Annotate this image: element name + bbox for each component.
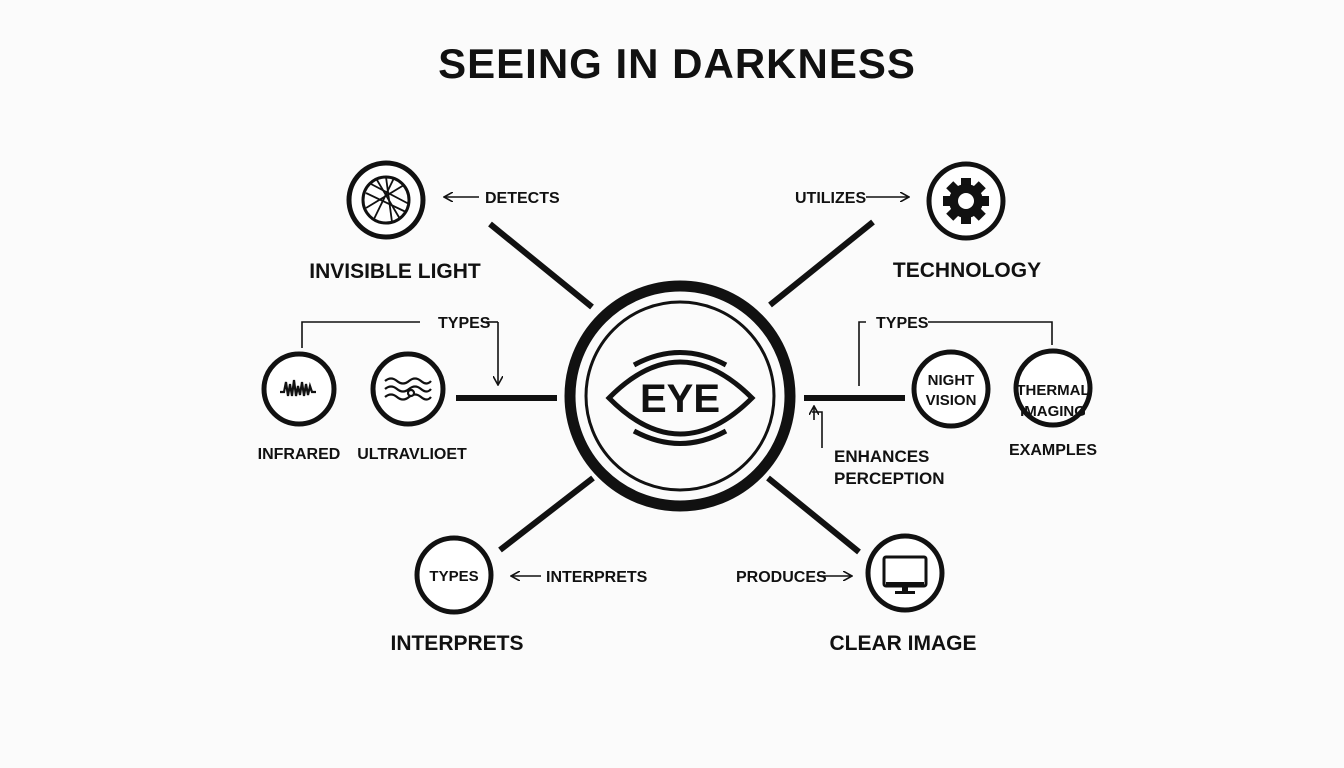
night-vision-line1: NIGHT (928, 372, 975, 389)
technology-label: TECHNOLOGY (893, 259, 1041, 282)
infrared-label: INFRARED (258, 446, 341, 463)
lens-shutter-icon (361, 175, 411, 225)
monitor-icon (882, 555, 928, 594)
thermal-imaging-line1: THERMAL (1016, 382, 1089, 399)
gear-icon (943, 178, 989, 224)
node-interprets[interactable]: TYPES (414, 535, 494, 615)
examples-label: EXAMPLES (1009, 442, 1097, 459)
interprets-connector-label: INTERPRETS (546, 569, 648, 586)
waves-icon (384, 377, 432, 401)
types-left-bracket (301, 321, 498, 384)
node-invisible-light[interactable] (346, 160, 426, 240)
spokes (456, 219, 905, 555)
night-vision-line2: VISION (926, 392, 977, 409)
eye-hub[interactable]: EYE (564, 280, 796, 512)
waveform-icon (280, 379, 316, 397)
types-right-label: TYPES (876, 315, 929, 332)
node-night-vision[interactable]: NIGHT VISION (911, 349, 991, 429)
node-thermal-imaging[interactable]: THERMAL IMAGING (1013, 348, 1093, 428)
utilizes-label: UTILIZES (795, 190, 866, 207)
interprets-label: INTERPRETS (390, 632, 523, 655)
center-label: EYE (640, 377, 720, 421)
ultraviolet-label: ULTRAVLIOET (357, 446, 467, 463)
interprets-inner-label: TYPES (429, 568, 478, 585)
spoke-technology (768, 219, 875, 308)
node-ultraviolet[interactable] (370, 351, 446, 427)
spoke-clear-image (766, 475, 861, 555)
thermal-imaging-line2: IMAGING (1020, 403, 1086, 420)
node-clear-image[interactable] (865, 533, 945, 613)
enhances-line1: ENHANCES (834, 447, 929, 466)
node-technology[interactable] (926, 161, 1006, 241)
enhances-line2: PERCEPTION (834, 469, 945, 488)
spoke-invisible-light (488, 221, 594, 310)
eye-icon (605, 350, 756, 446)
types-right-bracket (858, 321, 1053, 386)
produces-label: PRODUCES (736, 569, 827, 586)
types-left-label: TYPES (438, 315, 491, 332)
spoke-interprets (498, 475, 595, 553)
clear-image-label: CLEAR IMAGE (830, 632, 977, 655)
detects-label: DETECTS (485, 190, 560, 207)
invisible-light-label: INVISIBLE LIGHT (309, 260, 481, 283)
node-infrared[interactable] (261, 351, 337, 427)
page-title: SEEING IN DARKNESS (438, 40, 916, 87)
